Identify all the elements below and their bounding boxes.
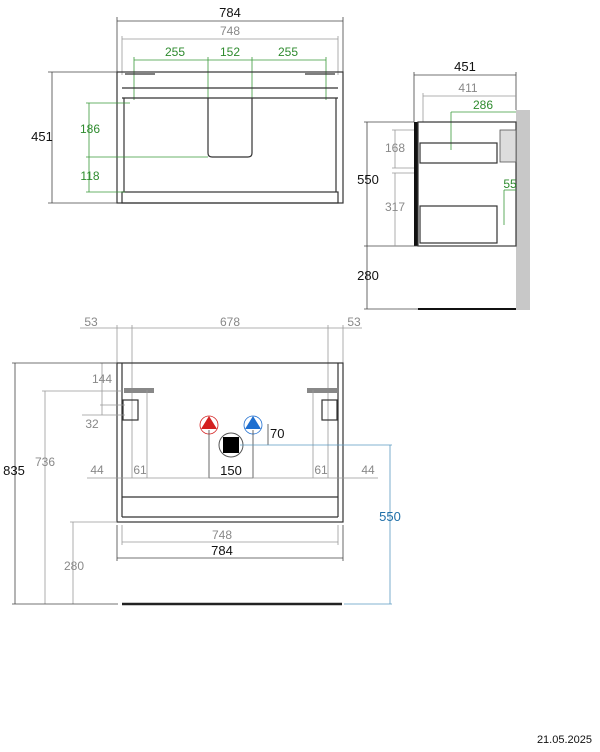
dim-784-front: 784 (211, 543, 233, 558)
dim-144: 144 (92, 372, 112, 386)
dim-255-left: 255 (165, 45, 185, 59)
dim-748-front: 748 (212, 528, 232, 542)
dim-70: 70 (270, 426, 284, 441)
dim-61-right: 61 (314, 463, 328, 477)
dim-44-right: 44 (361, 463, 375, 477)
dim-height-451: 451 (31, 129, 53, 144)
hot-water-icon (201, 416, 217, 429)
bracket-right (307, 388, 337, 393)
dim-255-right: 255 (278, 45, 298, 59)
dim-depth-411: 411 (458, 81, 477, 95)
dim-280-front: 280 (64, 559, 84, 573)
dim-width-748: 748 (220, 24, 240, 38)
dim-61-left: 61 (133, 463, 147, 477)
cold-water-icon (245, 416, 261, 429)
dim-678: 678 (220, 315, 240, 329)
drawing-date: 21.05.2025 (536, 734, 592, 746)
dim-44-left: 44 (90, 463, 104, 477)
dim-53-left: 53 (84, 315, 98, 329)
dim-186: 186 (80, 122, 100, 136)
dim-53-right: 53 (347, 315, 361, 329)
side-view: 451 411 286 55 550 280 168 317 (357, 59, 530, 310)
dim-150: 150 (220, 463, 242, 478)
dim-550-drain: 550 (379, 509, 401, 524)
dim-32: 32 (85, 417, 99, 431)
dim-55: 55 (503, 177, 517, 191)
dim-550: 550 (357, 172, 379, 187)
bracket-left (124, 388, 154, 393)
dim-152: 152 (220, 45, 240, 59)
top-view: 784 748 255 152 255 451 186 118 (31, 5, 344, 204)
dim-depth-451: 451 (454, 59, 476, 74)
dim-168: 168 (385, 141, 405, 155)
dim-118: 118 (80, 169, 99, 183)
drain-icon (223, 437, 239, 453)
dim-286: 286 (473, 98, 493, 112)
basin-outline (207, 98, 253, 158)
dim-835: 835 (3, 463, 25, 478)
front-view: 53 678 53 150 70 44 61 61 44 144 32 835 … (3, 315, 401, 606)
dim-317: 317 (385, 200, 405, 214)
wall (516, 110, 530, 310)
dim-736: 736 (35, 455, 55, 469)
dim-width-784: 784 (219, 5, 241, 20)
wall-bracket (499, 129, 517, 163)
dim-280: 280 (357, 268, 379, 283)
